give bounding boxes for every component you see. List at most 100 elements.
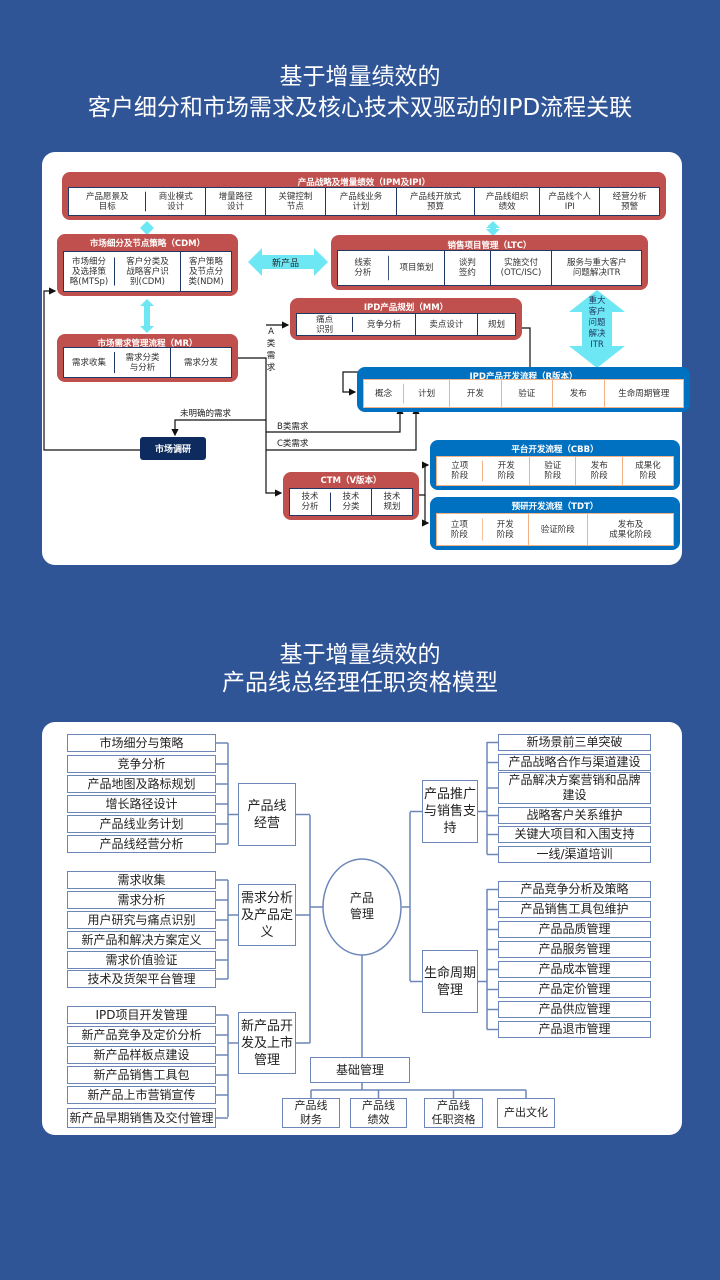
ltc-stage-2: 项目策划 <box>388 251 446 285</box>
base-item-4: 产出文化 <box>497 1098 555 1128</box>
right-item: 产品竞争分析及策略 <box>498 881 651 898</box>
cbb-stage-2: 开发 阶段 <box>483 457 530 485</box>
cbb-stage-5: 成果化 阶段 <box>622 457 673 485</box>
mm-stage-1: 痛点 识别 <box>297 314 354 335</box>
itr-label: 重大 客户 问题 解决 ITR <box>588 296 606 350</box>
cdm-stage-row: 市场细分 及选择策 略(MTSp)客户分类及 战略客户识 别(CDM)客户策略 … <box>63 251 232 292</box>
product-management-center-label: 产品 管理 <box>349 891 374 921</box>
left-item: 新产品样板点建设 <box>67 1046 216 1064</box>
tdt-stage-1: 立项 阶段 <box>437 514 483 545</box>
b-class-demand-label: B类需求 <box>277 422 309 432</box>
right-item: 新场景前三单突破 <box>498 734 651 751</box>
left-item: 新产品竞争及定价分析 <box>67 1026 216 1044</box>
right-item: 产品解决方案营销和品牌 建设 <box>498 772 651 804</box>
right-item: 关键大项目和入围支持 <box>498 826 651 843</box>
cdm-process-box: 市场细分及节点策略（CDM）市场细分 及选择策 略(MTSp)客户分类及 战略客… <box>57 234 238 296</box>
ctm-process-title: CTM（V版本） <box>320 476 382 486</box>
ltc-stage-row: 线索 分析项目策划谈判 签约实施交付 (OTC/ISC)服务与重大客户 问题解决… <box>337 250 642 286</box>
cbb-stage-3: 验证 阶段 <box>529 457 577 485</box>
c-class-demand-label: C类需求 <box>277 439 309 449</box>
r-stage-row: 概念计划开发验证发布生命周期管理 <box>363 379 684 408</box>
left-item: 需求价值验证 <box>67 951 216 969</box>
tdt-process-box: 预研开发流程（TDT）立项 阶段开发 阶段验证阶段发布及 成果化阶段 <box>430 497 680 550</box>
r-stage-1: 概念 <box>364 380 405 407</box>
ipm-stage-1: 产品愿景及 目标 <box>69 188 147 215</box>
r-stage-2: 计划 <box>404 380 451 407</box>
left-item: 新产品和解决方案定义 <box>67 931 216 949</box>
cdm-stage-1: 市场细分 及选择策 略(MTSp) <box>64 252 115 291</box>
ipm-stage-8: 产品线个人 IPI <box>540 188 601 215</box>
ltc-stage-3: 谈判 签约 <box>445 251 491 285</box>
left-item: 新产品早期销售及交付管理 <box>67 1108 216 1128</box>
tdt-stage-2: 开发 阶段 <box>482 514 529 545</box>
ctm-stage-row: 技术 分析技术 分类技术 规划 <box>289 488 413 516</box>
left-item: IPD项目开发管理 <box>67 1006 216 1024</box>
ltc-stage-4: 实施交付 (OTC/ISC) <box>490 251 553 285</box>
left-item: 产品地图及路标规划 <box>67 775 216 793</box>
ipm-process-box: 产品战略及增量绩效（IPM及IPI）产品愿景及 目标商业模式 设计增量路径 设计… <box>62 172 666 220</box>
right-item: 产品定价管理 <box>498 981 651 998</box>
cbb-stage-row: 立项 阶段开发 阶段验证 阶段发布 阶段成果化 阶段 <box>436 456 674 486</box>
left-item: 需求收集 <box>67 871 216 889</box>
right-item: 产品供应管理 <box>498 1001 651 1018</box>
ipm-stage-row: 产品愿景及 目标商业模式 设计增量路径 设计关键控制 节点产品线业务 计划 产品线… <box>68 187 660 216</box>
right-item: 产品品质管理 <box>498 921 651 938</box>
base-item-3: 产品线 任职资格 <box>424 1098 483 1128</box>
left-category-2: 需求分析 及产品定 义 <box>238 884 296 946</box>
ipm-stage-3: 增量路径 设计 <box>206 188 266 215</box>
mr-process-title: 市场需求管理流程（MR） <box>97 339 198 349</box>
r-process-box: IPD产品开发流程（R版本）概念计划开发验证发布生命周期管理 <box>357 367 690 412</box>
base-item-1: 产品线 财务 <box>282 1098 340 1128</box>
r-stage-3: 开发 <box>450 380 502 407</box>
mm-process-box: IPD产品规划（MM）痛点 识别竞争分析卖点设计规划 <box>290 298 522 340</box>
a-class-demand-label: A 类 需 求 <box>266 327 276 373</box>
right-item: 产品销售工具包维护 <box>498 901 651 918</box>
ipm-stage-2: 商业模式 设计 <box>146 188 207 215</box>
right-item: 产品战略合作与渠道建设 <box>498 754 651 771</box>
mr-stage-3: 需求分发 <box>171 348 231 377</box>
r-stage-5: 发布 <box>553 380 605 407</box>
left-item: 增长路径设计 <box>67 795 216 813</box>
r-process-title: IPD产品开发流程（R版本） <box>469 372 578 382</box>
left-category-3: 新产品开 发及上市 管理 <box>238 1012 296 1074</box>
ltc-stage-5: 服务与重大客户 问题解决ITR <box>552 251 641 285</box>
cbb-stage-4: 发布 阶段 <box>576 457 623 485</box>
cbb-process-box: 平台开发流程（CBB）立项 阶段开发 阶段验证 阶段发布 阶段成果化 阶段 <box>430 440 680 490</box>
right-category-1: 产品推广 与销售支 持 <box>422 780 478 843</box>
ipm-stage-9: 经营分析 预警 <box>600 188 659 215</box>
right-item: 一线/渠道培训 <box>498 846 651 863</box>
ctm-stage-3: 技术 规划 <box>372 489 412 515</box>
right-item: 战略客户关系维护 <box>498 807 651 824</box>
mm-process-title: IPD产品规划（MM） <box>363 303 449 313</box>
cbb-stage-1: 立项 阶段 <box>437 457 484 485</box>
right-category-2: 生命周期 管理 <box>422 950 478 1013</box>
title-2-line-1: 基于增量绩效的 <box>279 642 441 668</box>
mr-stage-row: 需求收集需求分类 与分析需求分发 <box>63 347 232 378</box>
ltc-process-box: 销售项目管理（LTC）线索 分析项目策划谈判 签约实施交付 (OTC/ISC)服… <box>331 235 648 290</box>
ipm-stage-7: 产品线组织 绩效 <box>474 188 541 215</box>
mm-stage-2: 竞争分析 <box>353 314 416 335</box>
mr-stage-2: 需求分类 与分析 <box>115 348 171 377</box>
tdt-stage-row: 立项 阶段开发 阶段验证阶段发布及 成果化阶段 <box>436 513 674 546</box>
left-item: 新产品上市营销宣传 <box>67 1086 216 1104</box>
ctm-stage-2: 技术 分类 <box>331 489 372 515</box>
left-item: 市场细分与策略 <box>67 734 216 752</box>
ltc-stage-1: 线索 分析 <box>338 251 389 285</box>
left-item: 用户研究与痛点识别 <box>67 911 216 929</box>
ipm-stage-4: 关键控制 节点 <box>265 188 326 215</box>
left-item: 竞争分析 <box>67 755 216 773</box>
base-item-2: 产品线 绩效 <box>350 1098 407 1128</box>
right-item: 产品服务管理 <box>498 941 651 958</box>
cbb-process-title: 平台开发流程（CBB） <box>511 445 599 455</box>
tdt-stage-3: 验证阶段 <box>528 514 588 545</box>
left-item: 产品线业务计划 <box>67 815 216 833</box>
r-stage-6: 生命周期管理 <box>604 380 684 407</box>
market-research-box: 市场调研 <box>140 437 206 460</box>
right-item: 产品退市管理 <box>498 1021 651 1038</box>
left-item: 需求分析 <box>67 891 216 909</box>
ltc-process-title: 销售项目管理（LTC） <box>447 241 532 251</box>
title-2-line-2: 产品线总经理任职资格模型 <box>222 670 498 696</box>
left-item: 新产品销售工具包 <box>67 1066 216 1084</box>
left-category-1: 产品线 经营 <box>238 783 296 846</box>
ipm-stage-5: 产品线业务 计划 <box>325 188 398 215</box>
